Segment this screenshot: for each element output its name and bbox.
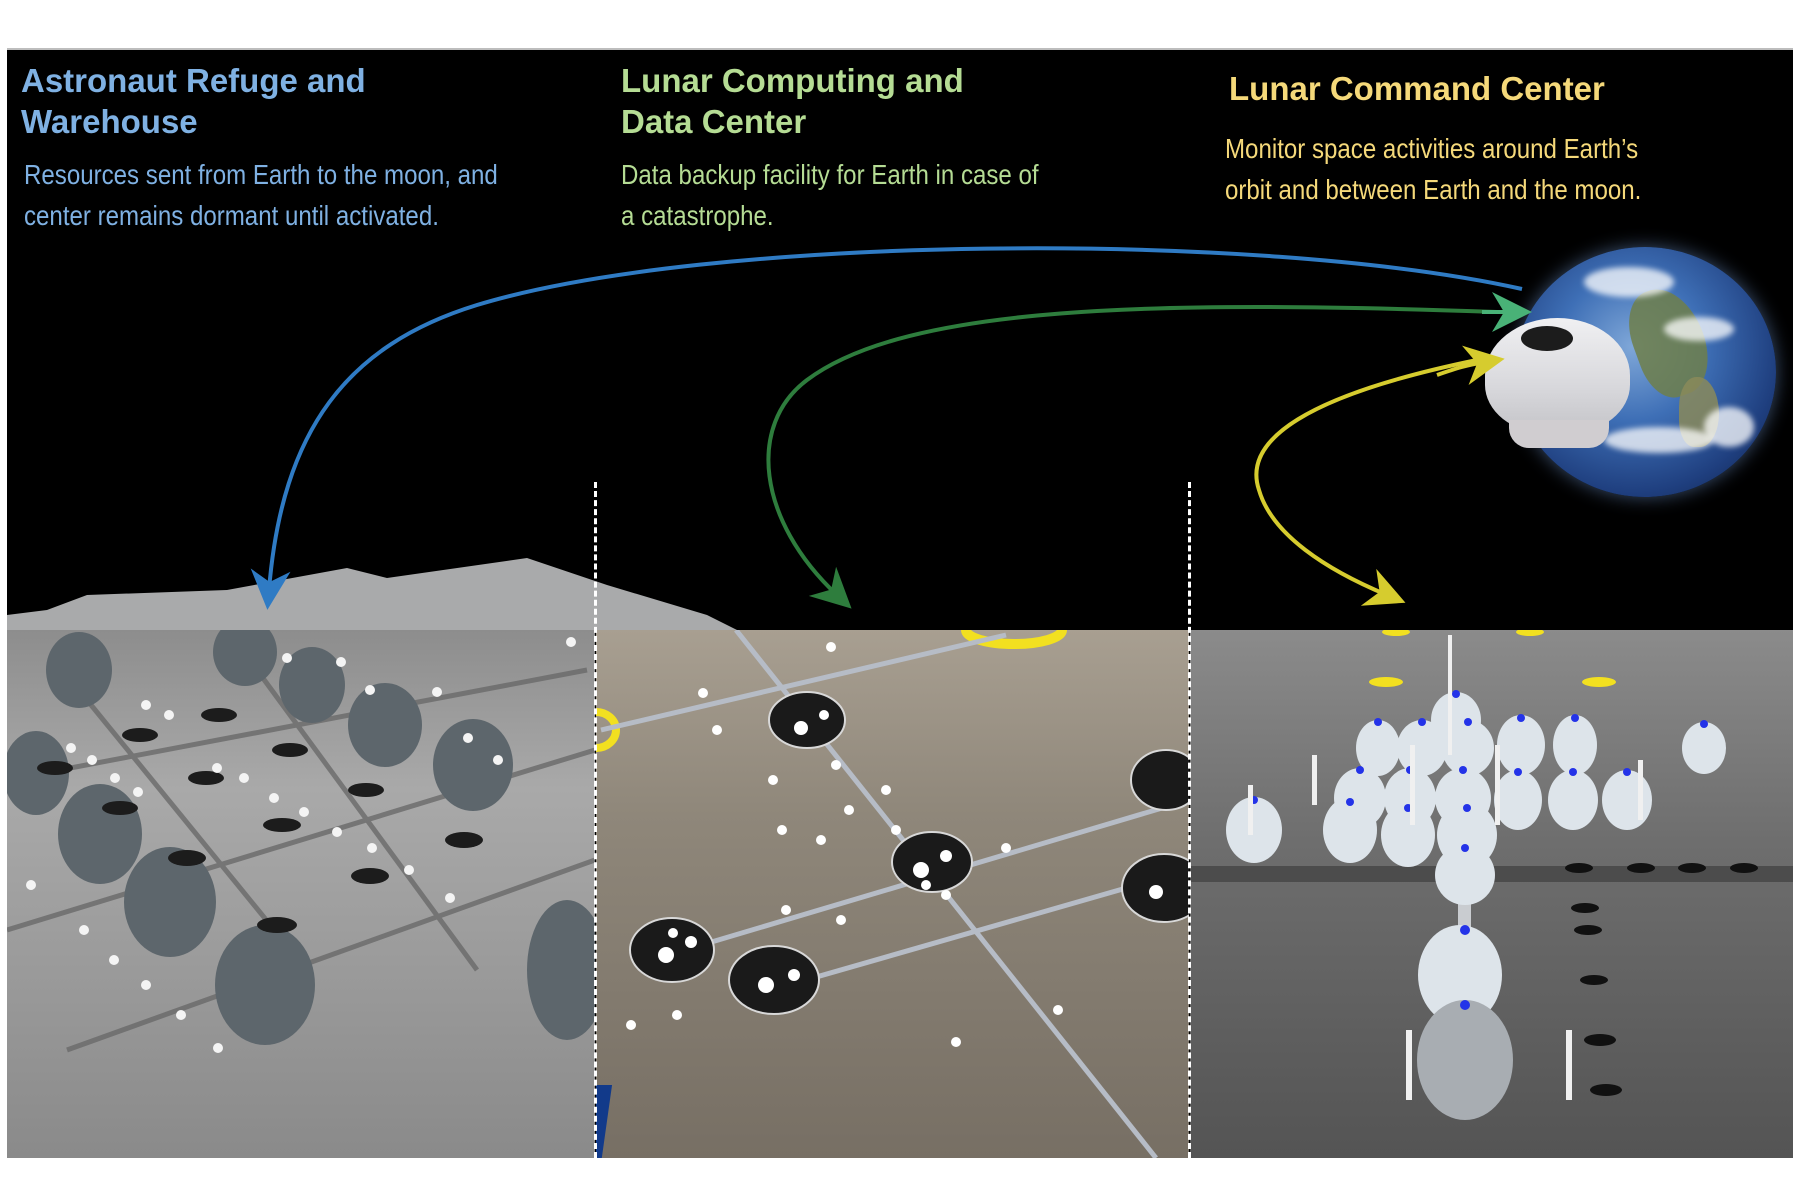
computing-scene xyxy=(596,630,1189,1158)
command-scene xyxy=(1190,630,1793,1120)
computing-desc-line1: Data backup facility for Earth in case o… xyxy=(621,159,1039,190)
command-description: Monitor space activities around Earth’s … xyxy=(1225,128,1641,210)
pod-band xyxy=(1509,420,1609,448)
refuge-desc-line1: Resources sent from Earth to the moon, a… xyxy=(24,159,498,190)
yellow-arrow xyxy=(1254,358,1478,606)
refuge-description: Resources sent from Earth to the moon, a… xyxy=(24,154,498,236)
computing-render-panel xyxy=(596,630,1189,1158)
computing-desc-line2: a catastrophe. xyxy=(621,200,774,231)
command-title-line1: Lunar Command Center xyxy=(1229,70,1605,107)
yellow-arrow-to-earth xyxy=(1436,345,1505,386)
diagram-canvas: Astronaut Refuge and Warehouse Resources… xyxy=(7,48,1793,1158)
computing-title: Lunar Computing and Data Center xyxy=(621,60,964,142)
command-title: Lunar Command Center xyxy=(1229,68,1605,109)
computing-title-line1: Lunar Computing and xyxy=(621,62,964,99)
blue-arrow xyxy=(250,246,1523,610)
green-arrow xyxy=(766,305,1498,609)
pod-hatch xyxy=(1521,326,1573,351)
refuge-scene xyxy=(7,630,595,1053)
refuge-title: Astronaut Refuge and Warehouse xyxy=(21,60,366,142)
section-divider-2 xyxy=(1188,482,1191,1158)
command-desc-line2: orbit and between Earth and the moon. xyxy=(1225,174,1642,205)
refuge-title-line2: Warehouse xyxy=(21,103,198,140)
refuge-render-panel xyxy=(7,630,595,1158)
command-desc-line1: Monitor space activities around Earth’s xyxy=(1225,133,1639,164)
refuge-title-line1: Astronaut Refuge and xyxy=(21,62,366,99)
refuge-desc-line2: center remains dormant until activated. xyxy=(24,200,439,231)
computing-description: Data backup facility for Earth in case o… xyxy=(621,154,1039,236)
section-divider-1 xyxy=(594,482,597,1158)
command-render-panel xyxy=(1190,630,1793,1158)
computing-title-line2: Data Center xyxy=(621,103,807,140)
